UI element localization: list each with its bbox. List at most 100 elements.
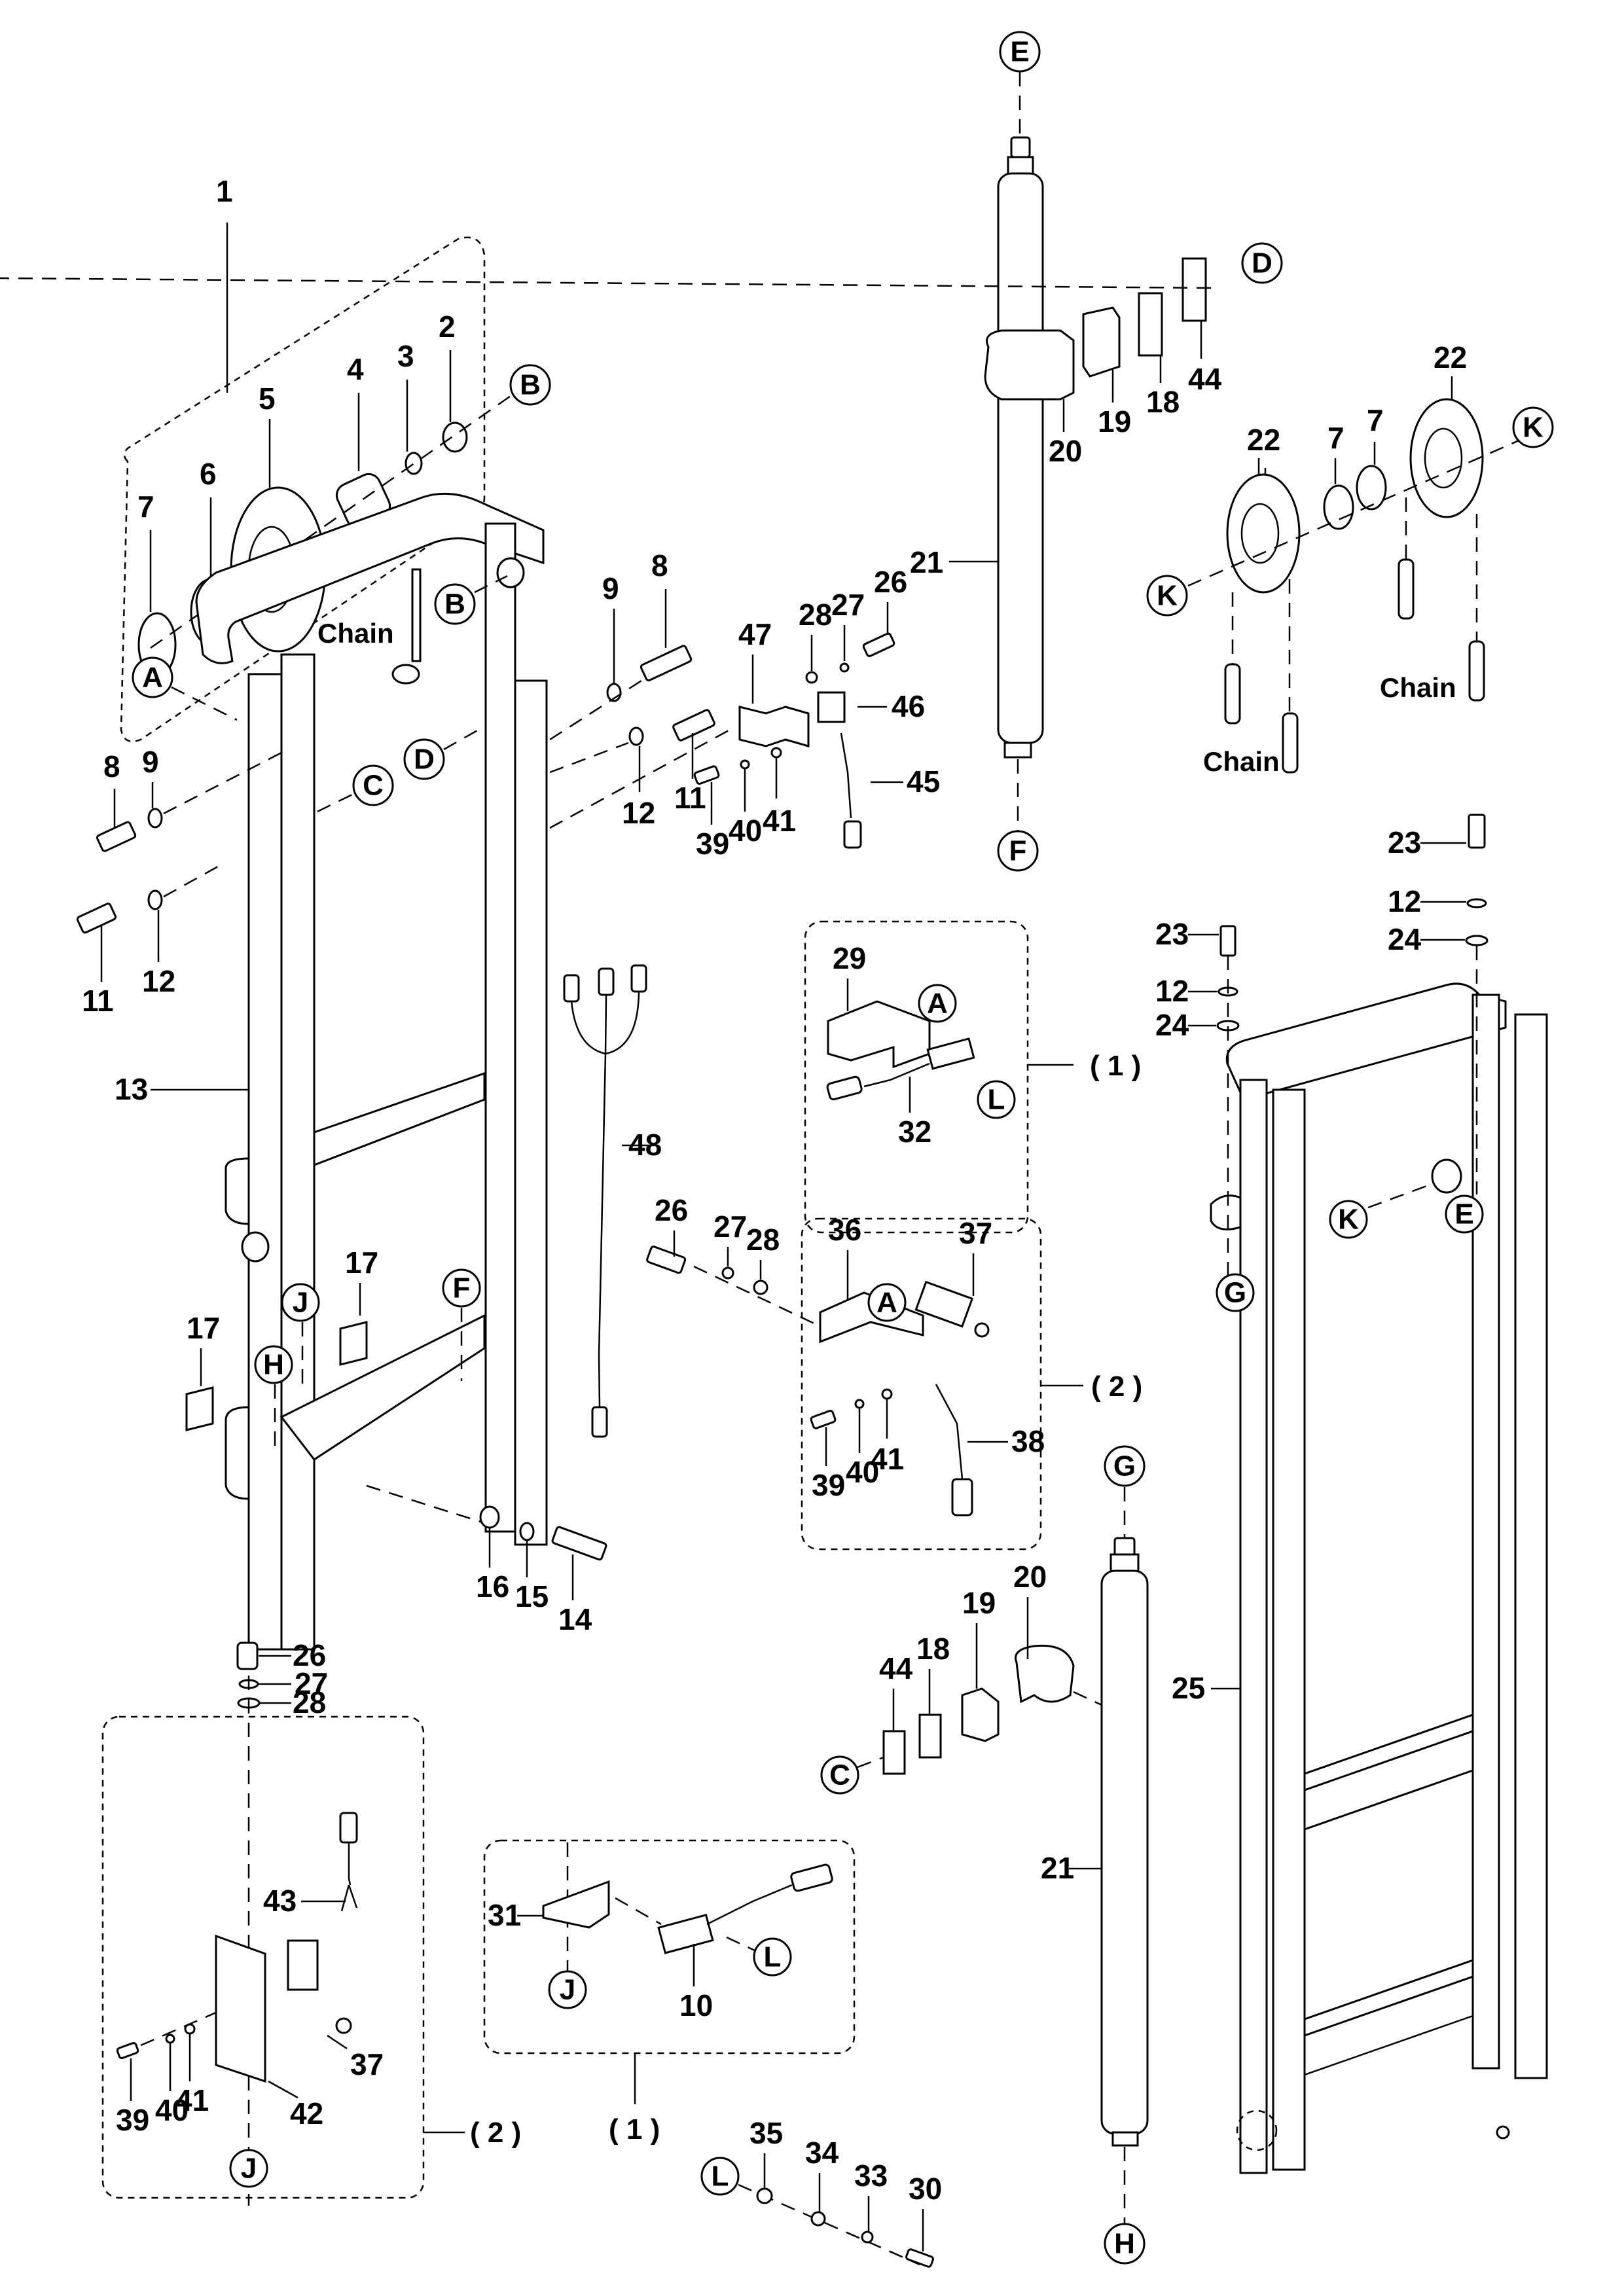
washer-41-top (770, 747, 782, 759)
part-6-label: 6 (200, 457, 217, 491)
washer-34 (810, 2211, 826, 2227)
part-25-label: 25 (1172, 1671, 1205, 1705)
washer-28-mid (753, 1280, 768, 1295)
part-15-label: 15 (515, 1579, 549, 1613)
a-dash (171, 686, 238, 721)
part-28-label-mid: 28 (746, 1223, 780, 1257)
switch-group-2-middle: ( 2 ) 26 27 28 36 A 37 38 39 40 4 (646, 1193, 1142, 1551)
washer-27-mid (721, 1266, 734, 1280)
sensor-32-connector (826, 1075, 863, 1101)
screw-26-lower (236, 1641, 259, 1670)
part-10-label: 10 (679, 1988, 713, 2022)
washer-12-stack-right (1466, 898, 1487, 908)
shim-17-left (185, 1386, 214, 1431)
ref-L-bottom-text: L (712, 2161, 729, 2193)
chain-sheaves: 22 7 7 22 K K Chain Chain (1146, 340, 1554, 777)
ref-E-top: E (999, 31, 1041, 73)
clamp-20-lower (1015, 1644, 1075, 1704)
sensor-10-cable (706, 1884, 793, 1926)
part-18-label-lower: 18 (916, 1632, 950, 1666)
part-8-label-left: 8 (103, 749, 120, 783)
bracket-42 (215, 1934, 266, 2083)
ref-A-group1-text: A (927, 988, 948, 1020)
bolt-11-axis (163, 863, 223, 898)
bracket-29 (827, 1000, 931, 1069)
part-39-label-mid: 39 (812, 1468, 845, 1502)
part-21-label-top: 21 (910, 545, 943, 579)
harness-43-connector (339, 1812, 358, 1844)
sensor-10-connector (790, 1863, 833, 1892)
part-40-label-mid: 40 (846, 1455, 879, 1489)
screw-26-top (862, 632, 895, 657)
ref-D-top: D (1241, 242, 1283, 284)
part-37-label-lower: 37 (350, 2047, 384, 2081)
ref-L-group1: L (977, 1080, 1016, 1119)
screw-39-lower-axis (140, 2011, 217, 2047)
bracket-19-lower (961, 1687, 1000, 1742)
ref-C-mast: C (352, 764, 394, 806)
chain-anchor (411, 568, 422, 662)
ref-H-lower: H (1104, 2223, 1146, 2265)
plate-44-top (1182, 257, 1207, 322)
inner-mast-ear (1210, 1194, 1242, 1230)
ref-D-mast-text: D (414, 744, 435, 776)
part-22-label-right: 22 (1434, 340, 1467, 374)
chain-label-right: Chain (1380, 672, 1456, 703)
left-fasteners: 8 9 11 12 (76, 745, 282, 1018)
part-11-label-left: 11 (82, 984, 114, 1018)
ref-G-mast-text: G (1224, 1277, 1246, 1309)
mast-top-crossbar (195, 492, 545, 664)
shim-17-right (339, 1321, 368, 1366)
part-7-label-a: 7 (1327, 421, 1344, 455)
ref-F-mast-text: F (453, 1272, 471, 1304)
washer-9-left (147, 808, 163, 829)
bracket-36 (819, 1291, 924, 1344)
ref-L-lower1-text: L (764, 1941, 782, 1973)
harness-43-wire (340, 1842, 358, 1912)
bolt-23-left (1219, 925, 1236, 957)
washer-40-lower (165, 2034, 175, 2044)
mast-lower-pad (225, 1406, 250, 1500)
clamp-20-axis (1073, 1691, 1102, 1706)
part-26-label-mid: 26 (655, 1193, 688, 1227)
screw-39-top (693, 765, 720, 785)
d-dash (443, 725, 485, 751)
group-1-upper-boundary (804, 920, 1029, 1234)
d-dash-top (0, 277, 1212, 289)
part-24-label-stack-left: 24 (1155, 1008, 1189, 1042)
inner-mast: 25 K E G 23 12 24 23 12 24 (1155, 814, 1548, 2174)
group-1-label-lower: ( 1 ) (609, 2113, 660, 2145)
part-19-label-top: 19 (1098, 404, 1131, 439)
ref-A-mast-text: A (142, 662, 163, 694)
part-20-label-top: 20 (1049, 434, 1082, 468)
part-42-label: 42 (290, 2096, 323, 2130)
part-18-label-top: 18 (1146, 385, 1180, 419)
ref-A-group2: A (867, 1283, 907, 1322)
clamp-20-top (984, 329, 1075, 401)
k-axis (1187, 431, 1539, 587)
connector-45 (843, 820, 862, 849)
part-1-label: 1 (216, 174, 233, 208)
cylinder-top-stud (1010, 136, 1031, 158)
part-2-label: 2 (439, 310, 456, 344)
part-7-label: 7 (137, 490, 154, 524)
plate-18-top (1138, 292, 1163, 357)
part-28-label-lower: 28 (293, 1685, 326, 1719)
ref-A-group1: A (918, 984, 957, 1023)
ref-F-cyl: F (997, 830, 1039, 872)
inner-mast-right-rail-outer (1514, 1013, 1548, 2079)
chain-segment-4 (1468, 640, 1485, 702)
mast-right-upright-inner (514, 679, 548, 1546)
inner-mast-crossbar-bottom (1304, 2015, 1473, 2076)
ref-C-mast-text: C (363, 770, 384, 802)
part-30-label: 30 (909, 2172, 942, 2206)
part-12-label-left: 12 (142, 964, 175, 998)
sensor-10 (657, 1914, 714, 1954)
mast-left-upright-inner (280, 653, 316, 1651)
k-mast-dash (1367, 1183, 1431, 1209)
bracket-47-axis (549, 728, 731, 829)
ref-G-lower-text: G (1113, 1450, 1136, 1482)
screw-30 (905, 2248, 934, 2268)
part-40-label-top: 40 (729, 814, 762, 848)
part-47-label: 47 (738, 617, 772, 651)
